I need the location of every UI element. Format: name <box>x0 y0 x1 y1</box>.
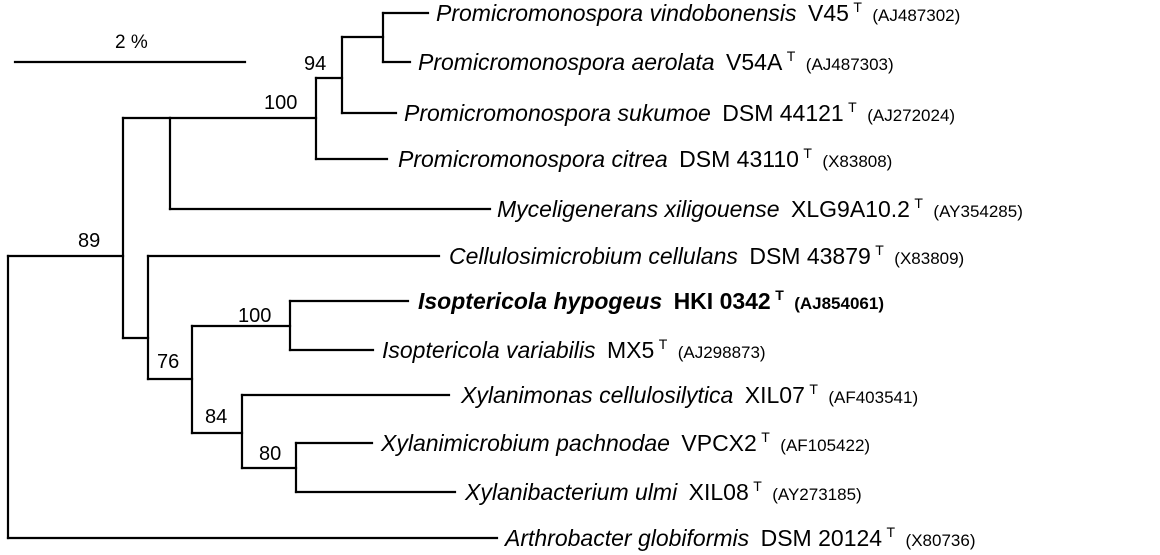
taxon-name: Promicromonospora vindobonensis <box>436 0 797 26</box>
bootstrap-89: 89 <box>78 230 100 252</box>
taxon-label: Xylanibacterium ulmi XIL08 T (AY273185) <box>464 478 862 505</box>
scale-bar-label: 2 % <box>115 32 148 53</box>
taxon-name: Promicromonospora aerolata <box>418 49 715 75</box>
type-strain-mark: T <box>887 524 896 540</box>
taxon-strain: HKI 0342 <box>674 288 771 314</box>
type-strain-mark: T <box>787 48 796 64</box>
taxon-name: Isoptericola hypogeus <box>418 288 662 314</box>
scale-bar: 2 % <box>13 32 247 64</box>
tree-branches <box>6 11 499 540</box>
bootstrap-84: 84 <box>205 406 227 428</box>
taxon-label-new-species: Isoptericola hypogeus HKI 0342 T (AJ8540… <box>418 287 884 314</box>
accession-number: (AJ272024) <box>867 106 955 125</box>
taxon-name: Xylanibacterium ulmi <box>464 479 678 505</box>
taxon-name: Promicromonospora citrea <box>398 146 668 172</box>
type-strain-mark: T <box>848 99 857 115</box>
bootstrap-76: 76 <box>157 351 179 373</box>
taxon-label: Xylanimonas cellulosilytica XIL07 T (AF4… <box>460 381 918 408</box>
taxon-strain: XLG9A10.2 <box>791 196 910 222</box>
accession-number: (AJ854061) <box>794 294 884 313</box>
taxon-strain: V54A <box>726 49 783 75</box>
accession-number: (X80736) <box>906 531 976 550</box>
taxon-label: Isoptericola variabilis MX5 T (AJ298873) <box>382 336 766 363</box>
accession-number: (AF403541) <box>828 388 918 407</box>
type-strain-mark: T <box>659 336 668 352</box>
type-strain-mark: T <box>775 287 784 303</box>
taxon-strain: XIL08 <box>689 479 749 505</box>
taxon-name: Isoptericola variabilis <box>382 337 596 363</box>
accession-number: (X83809) <box>894 249 964 268</box>
type-strain-mark: T <box>875 242 884 258</box>
type-strain-mark: T <box>914 195 923 211</box>
taxon-label: Promicromonospora vindobonensis V45 T (A… <box>436 0 960 26</box>
type-strain-mark: T <box>753 478 762 494</box>
taxon-strain: MX5 <box>607 337 654 363</box>
taxon-label: Promicromonospora sukumoe DSM 44121 T (A… <box>404 99 955 126</box>
taxon-strain: V45 <box>808 0 849 26</box>
bootstrap-100-promicromonospora: 100 <box>264 92 297 114</box>
type-strain-mark: T <box>809 381 818 397</box>
taxon-name: Promicromonospora sukumoe <box>404 100 711 126</box>
taxon-label: Promicromonospora citrea DSM 43110 T (X8… <box>398 145 892 172</box>
type-strain-mark: T <box>853 0 862 15</box>
taxon-label: Cellulosimicrobium cellulans DSM 43879 T… <box>449 242 964 269</box>
taxon-strain: DSM 43110 <box>679 146 799 172</box>
bootstrap-80: 80 <box>259 443 281 465</box>
bootstrap-values: 94 100 89 100 76 84 80 <box>78 53 326 465</box>
taxon-name: Xylanimicrobium pachnodae <box>380 430 670 456</box>
taxon-name: Arthrobacter globiformis <box>503 525 750 551</box>
taxon-name: Cellulosimicrobium cellulans <box>449 243 738 269</box>
accession-number: (AY273185) <box>772 485 861 504</box>
taxon-label: Promicromonospora aerolata V54A T (AJ487… <box>418 48 894 75</box>
bootstrap-94: 94 <box>304 53 326 75</box>
taxon-strain: VPCX2 <box>681 430 756 456</box>
taxon-strain: DSM 44121 <box>722 100 843 126</box>
accession-number: (AY354285) <box>933 202 1022 221</box>
taxon-strain: DSM 43879 <box>749 243 870 269</box>
taxon-strain: DSM 20124 <box>761 525 883 551</box>
taxon-label: Myceligenerans xiligouense XLG9A10.2 T (… <box>497 195 1023 222</box>
taxon-labels: Promicromonospora vindobonensis V45 T (A… <box>380 0 1023 551</box>
accession-number: (AJ298873) <box>678 343 766 362</box>
accession-number: (AF105422) <box>780 436 870 455</box>
accession-number: (AJ487303) <box>806 55 894 74</box>
bootstrap-100-isoptericola: 100 <box>238 305 271 327</box>
type-strain-mark: T <box>761 429 770 445</box>
taxon-label: Xylanimicrobium pachnodae VPCX2 T (AF105… <box>380 429 870 456</box>
taxon-name: Xylanimonas cellulosilytica <box>460 382 733 408</box>
accession-number: (X83808) <box>822 152 892 171</box>
accession-number: (AJ487302) <box>872 6 960 25</box>
type-strain-mark: T <box>803 145 812 161</box>
taxon-strain: XIL07 <box>745 382 805 408</box>
taxon-label-outgroup: Arthrobacter globiformis DSM 20124 T (X8… <box>503 524 975 551</box>
taxon-name: Myceligenerans xiligouense <box>497 196 780 222</box>
